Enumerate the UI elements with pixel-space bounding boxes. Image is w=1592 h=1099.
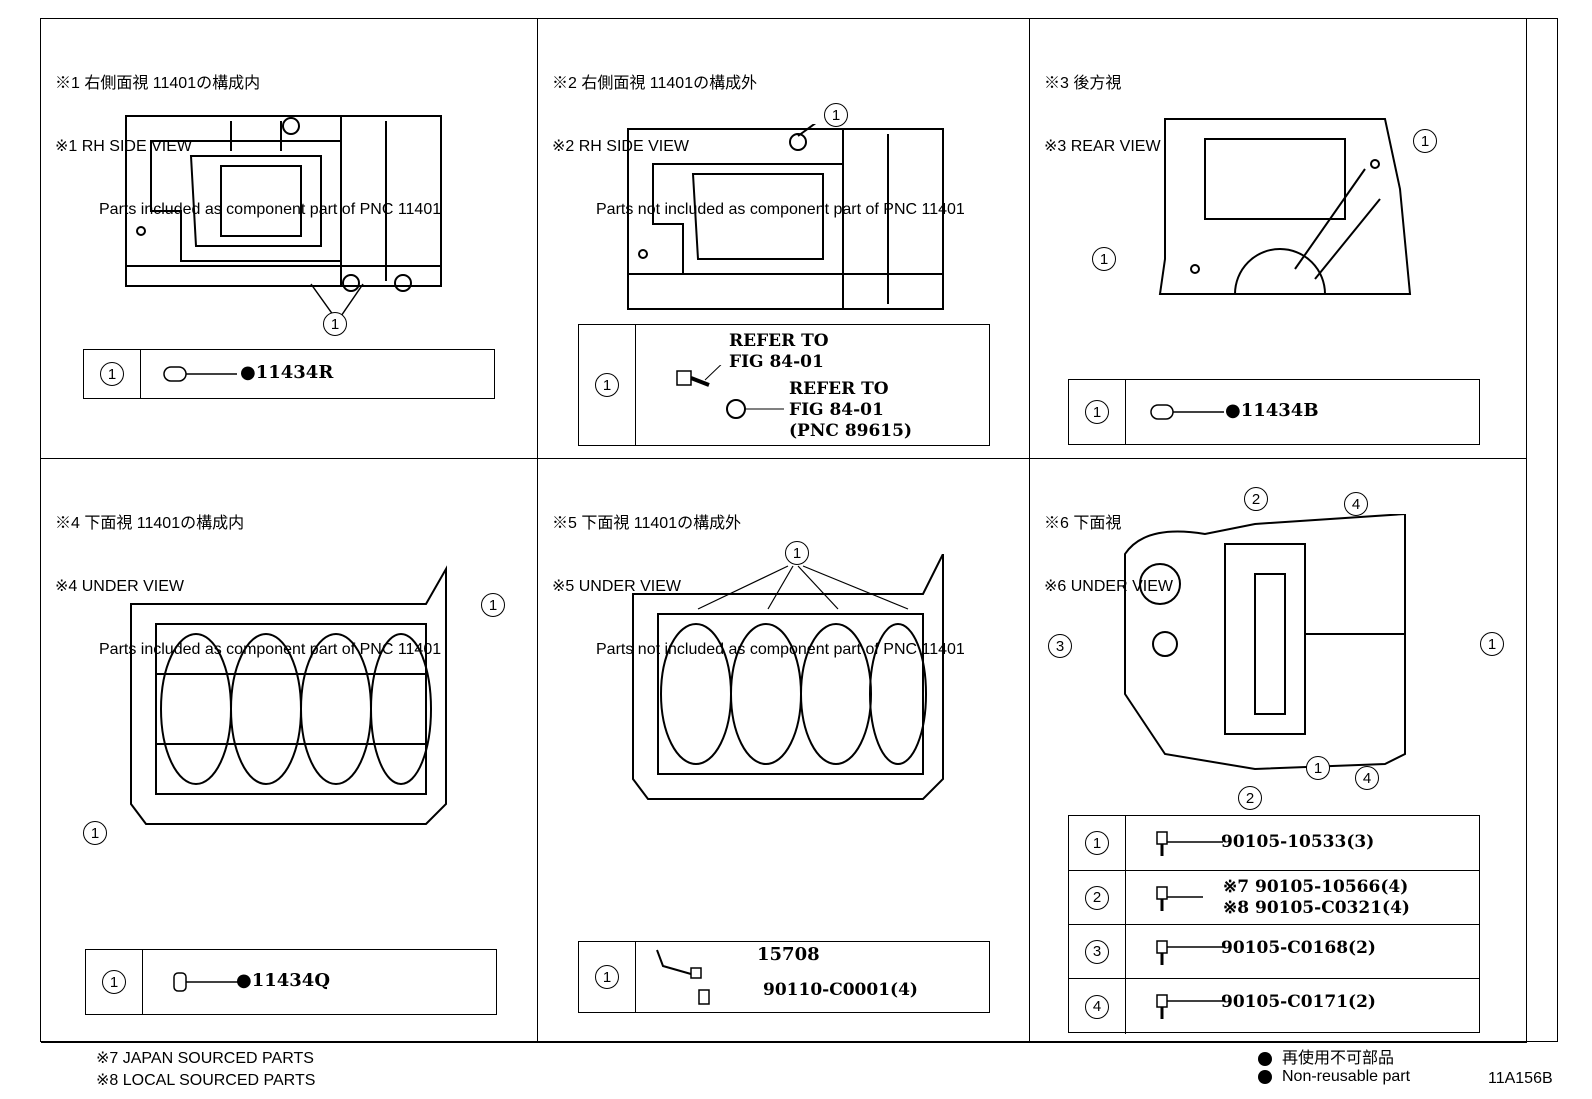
row-callout-4: 4	[1085, 994, 1109, 1019]
panel-title-en: ※1 RH SIDE VIEW	[55, 138, 192, 155]
panel-title-en: ※4 UNDER VIEW	[55, 578, 184, 595]
legend-non-reusable-en: Non-reusable part	[1258, 1068, 1410, 1086]
panel-header: ※6 下面視 ※6 UNDER VIEW	[1044, 471, 1173, 639]
row-callout-1: 1	[100, 362, 124, 386]
row-callout-3: 3	[1085, 939, 1109, 964]
panel-header: ※1 右側面視 11401の構成内 ※1 RH SIDE VIEW Parts …	[55, 31, 441, 262]
bolt-icon	[1156, 994, 1223, 1019]
illustration-code: 11A156B	[1488, 1070, 1553, 1087]
part-number: ●11434B	[1225, 400, 1319, 421]
callout-1: 1	[1413, 129, 1437, 153]
bolt-icon	[1156, 940, 1223, 965]
legend-label-jp: 再使用不可部品	[1282, 1050, 1395, 1067]
parts-table: 1 ●11434Q	[85, 949, 497, 1015]
engine-block-rh-view	[627, 124, 944, 310]
dowel-pin-icon	[1150, 404, 1224, 420]
row-callout-1: 1	[595, 965, 619, 989]
callout-1: 1	[1092, 247, 1116, 271]
parts-table: 1 ●11434B	[1068, 379, 1480, 445]
row-callout-1: 1	[102, 970, 126, 994]
panel-title-en: ※3 REAR VIEW	[1044, 138, 1161, 155]
panel-under-view-bolts: ※6 下面視 ※6 UNDER VIEW 2 4 3 1 1 4 2 1 901…	[1030, 459, 1527, 1043]
legend-non-reusable-jp: 再使用不可部品	[1258, 1044, 1394, 1068]
callout-1: 1	[824, 103, 848, 127]
panel-title-en: ※2 RH SIDE VIEW	[552, 138, 689, 155]
footnote-japan-sourced: ※7 JAPAN SOURCED PARTS	[96, 1050, 314, 1067]
panel-note: Parts included as component part of PNC …	[99, 201, 442, 218]
engine-block-under-view	[1124, 514, 1406, 771]
engine-block-under-view	[632, 554, 944, 800]
table-row: 4 90105-C0171(2)	[1069, 979, 1479, 1034]
part-number: 90105-C0171(2)	[1221, 992, 1376, 1012]
bolt-icon	[1156, 886, 1203, 911]
dowel-pin-icon	[173, 972, 240, 992]
panel-title-jp: ※3 後方視	[1044, 75, 1122, 92]
panel-title-en: ※5 UNDER VIEW	[552, 578, 681, 595]
panel-title-jp: ※5 下面視 11401の構成外	[552, 515, 742, 532]
fig-reference: FIG 84-01	[729, 352, 824, 372]
row-callout-1: 1	[1085, 400, 1109, 424]
part-number: 15708	[757, 944, 820, 965]
panel-title-jp: ※1 右側面視 11401の構成内	[55, 75, 261, 92]
dowel-pin-icon	[163, 366, 237, 382]
table-row: 2 ※7 90105-10566(4) ※8 90105-C0321(4)	[1069, 871, 1479, 925]
part-number: ※8 90105-C0321(4)	[1223, 898, 1410, 918]
footnote-local-sourced: ※8 LOCAL SOURCED PARTS	[96, 1072, 316, 1089]
diagram-sheet: ※1 右側面視 11401の構成内 ※1 RH SIDE VIEW Parts …	[40, 18, 1558, 1043]
parts-table: 1 90105-10533(3) 2 ※7 90105-10566(4) ※8 …	[1068, 815, 1480, 1034]
callout-1: 1	[481, 593, 505, 617]
row-callout-1: 1	[1085, 831, 1109, 855]
panel-under-view-included: ※4 下面視 11401の構成内 ※4 UNDER VIEW Parts inc…	[41, 459, 538, 1043]
oil-jet-icon	[656, 949, 710, 1005]
part-number: 90105-10533(3)	[1221, 832, 1375, 852]
panel-rear-view: ※3 後方視 ※3 REAR VIEW 1 1 1 ●11434B	[1030, 19, 1527, 459]
panel-rh-side-included: ※1 右側面視 11401の構成内 ※1 RH SIDE VIEW Parts …	[41, 19, 538, 459]
callout-1: 1	[785, 541, 809, 565]
callout-3: 3	[1048, 634, 1072, 658]
refer-to-label: REFER TO	[729, 331, 829, 351]
row-callout-2: 2	[1085, 885, 1109, 910]
callout-1: 1	[1480, 632, 1504, 656]
callout-4: 4	[1355, 766, 1379, 790]
bolt-icon	[1156, 831, 1223, 856]
callout-2: 2	[1244, 487, 1268, 511]
part-number: ●11434R	[240, 362, 334, 383]
part-number: ※7 90105-10566(4)	[1223, 877, 1409, 897]
table-row: 1 90105-10533(3)	[1069, 816, 1479, 871]
refer-to-label: REFER TO	[789, 379, 889, 399]
parts-table: 1 15708 90110-C0001(4)	[578, 941, 990, 1013]
panel-title-jp: ※4 下面視 11401の構成内	[55, 515, 245, 532]
part-number: 90105-C0168(2)	[1221, 938, 1376, 958]
panel-title-en: ※6 UNDER VIEW	[1044, 578, 1173, 595]
engine-block-rear-view	[1158, 118, 1412, 295]
panel-rh-side-not-included: ※2 右側面視 11401の構成外 ※2 RH SIDE VIEW Parts …	[538, 19, 1030, 459]
legend-label-en: Non-reusable part	[1282, 1068, 1411, 1085]
filled-circle-icon	[1258, 1051, 1272, 1066]
fig-reference: FIG 84-01	[789, 400, 884, 420]
engine-block-under-view	[130, 565, 447, 825]
panel-header: ※3 後方視 ※3 REAR VIEW	[1044, 31, 1161, 199]
pnc-reference: (PNC 89615)	[789, 421, 913, 441]
row-callout-1: 1	[595, 373, 619, 397]
table-row: 3 90105-C0168(2)	[1069, 925, 1479, 979]
parts-table: 1 REFER TO FIG 84-01 REFER TO FIG 84-01 …	[578, 324, 990, 446]
part-number: ●11434Q	[236, 970, 331, 991]
parts-table: 1 ●11434R	[83, 349, 495, 399]
filled-circle-icon	[1258, 1069, 1272, 1084]
callout-1: 1	[323, 312, 347, 336]
callout-2: 2	[1238, 786, 1262, 810]
panel-title-jp: ※2 右側面視 11401の構成外	[552, 75, 758, 92]
panel-title-jp: ※6 下面視	[1044, 515, 1122, 532]
callout-1: 1	[83, 821, 107, 845]
part-number: 90110-C0001(4)	[763, 980, 918, 1000]
sensor-icon	[726, 399, 784, 419]
bolt-icon	[676, 365, 722, 387]
callout-1: 1	[1306, 756, 1330, 780]
engine-block-rh-view	[125, 115, 442, 292]
callout-4: 4	[1344, 492, 1368, 516]
panel-under-view-not-included: ※5 下面視 11401の構成外 ※5 UNDER VIEW Parts not…	[538, 459, 1030, 1043]
